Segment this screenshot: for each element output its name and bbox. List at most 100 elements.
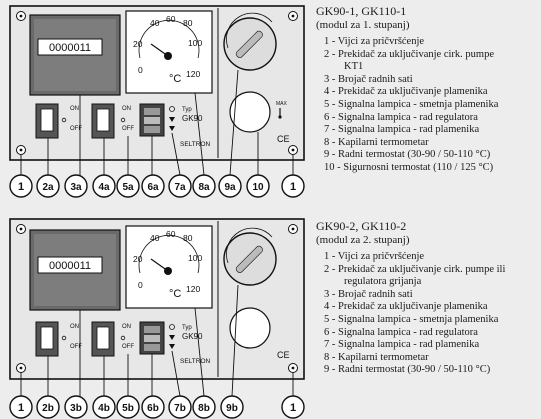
switch-off-label: OFF [122, 126, 134, 132]
legend-item: 7 - Signalna lampica - rad plamenika [324, 339, 480, 351]
thermo-tick: 100 [188, 253, 202, 263]
thermo-tick: 60 [166, 14, 176, 24]
legend-item: 8 - Kapilarni termometar [324, 351, 429, 363]
thermo-tick: 40 [150, 233, 160, 243]
callout-5b: 5b [116, 395, 140, 419]
svg-text:1: 1 [18, 402, 24, 414]
working-thermostat[interactable] [223, 12, 277, 71]
thermometer-icon [278, 108, 282, 119]
legend-item: 6 - Signalna lampica - rad regulatora [324, 326, 478, 338]
hours-counter-digits: 0000011 [49, 42, 91, 54]
legend-item: 8 - Kapilarni termometar [324, 136, 429, 148]
thermo-tick: 0 [138, 280, 143, 290]
flame-lamp-icon [169, 126, 175, 131]
legend-item: 1 - Vijci za pričvršćenje [324, 251, 425, 262]
flame-lamp-icon [169, 344, 175, 349]
legend-item: 6 - Signalna lampica - rad regulatora [324, 111, 478, 123]
callout-6a: 6a [141, 174, 165, 198]
callout-5a: 5a [116, 174, 140, 198]
signal-lamps [139, 103, 165, 137]
warning-lamp-icon [169, 324, 175, 330]
legend-item: 3 - Brojač radnih sati [324, 73, 413, 85]
legend-item: 2 - Prekidač za uključivanje cirk. pumpe… [324, 263, 506, 275]
burner-switch[interactable] [91, 103, 115, 139]
svg-text:3a: 3a [70, 182, 82, 193]
legend-item: 5 - Signalna lampica - smetnja plamenika [324, 98, 499, 110]
svg-text:10: 10 [252, 182, 264, 193]
module1-title: GK90-1, GK110-1 [316, 4, 407, 18]
callout-8a: 8a [192, 174, 216, 198]
screw-icon [288, 363, 298, 373]
svg-text:9b: 9b [226, 403, 238, 414]
screw-icon [16, 11, 26, 21]
module2-title: GK90-2, GK110-2 [316, 219, 407, 233]
module1-subtitle: (modul za 1. stupanj) [316, 19, 410, 31]
callout-9b: 9b [220, 395, 244, 419]
svg-text:8a: 8a [198, 182, 210, 193]
legend-item-continuation: KT1 [344, 61, 364, 73]
callout-2a: 2a [36, 174, 60, 198]
switch-position-dot [120, 335, 126, 341]
callout-9a: 9a [218, 174, 242, 198]
switch-on-label: ON [122, 324, 131, 330]
svg-text:6b: 6b [147, 403, 159, 414]
thermo-tick: 120 [186, 69, 200, 79]
module2-diagram: 0000011 40 60 80 20 100 0 120 °C ON OFF … [9, 218, 305, 419]
model-label: GK90 [182, 114, 203, 123]
legend-item: 3 - Brojač radnih sati [324, 288, 413, 300]
switch-off-label: OFF [70, 126, 82, 132]
safety-thermostat[interactable] [229, 91, 271, 133]
callout-1: 1 [281, 174, 305, 198]
svg-text:4b: 4b [98, 403, 110, 414]
pump-switch[interactable] [35, 321, 59, 357]
callout-leaders [20, 284, 294, 397]
switch-off-label: OFF [122, 344, 134, 350]
svg-text:6a: 6a [147, 182, 159, 193]
svg-text:1: 1 [290, 402, 296, 414]
switch-on-label: ON [122, 106, 131, 112]
capillary-thermometer: 40 60 80 20 100 0 120 °C [125, 10, 213, 94]
svg-text:2a: 2a [42, 182, 54, 193]
svg-text:8b: 8b [198, 403, 210, 414]
thermo-unit: °C [169, 73, 181, 85]
switch-on-label: ON [70, 324, 79, 330]
legend-item: 4 - Prekidač za uključivanje plamenika [324, 301, 488, 313]
svg-text:3b: 3b [70, 403, 82, 414]
legend-item: 9 - Radni termostat (30-90 / 50-110 °C) [324, 149, 491, 161]
legend-item: 1 - Vijci za pričvršćenje [324, 36, 425, 47]
callout-1: 1 [9, 174, 33, 198]
thermo-unit: °C [169, 288, 181, 300]
callout-7b: 7b [168, 395, 192, 419]
switch-position-dot [61, 335, 67, 341]
callout-3b: 3b [64, 395, 88, 419]
thermo-tick: 0 [138, 65, 143, 75]
type-label: Typ [182, 107, 192, 113]
warning-lamp-icon [169, 106, 175, 112]
module1-legend: GK90-1, GK110-1 (modul za 1. stupanj) 1 … [316, 4, 498, 175]
svg-text:7b: 7b [174, 403, 186, 414]
working-thermostat[interactable] [223, 227, 277, 286]
thermo-tick: 120 [186, 284, 200, 294]
screw-icon [288, 224, 298, 234]
model-label: GK90 [182, 332, 203, 341]
screw-icon [16, 224, 26, 234]
svg-text:5a: 5a [122, 182, 134, 193]
legend-item: 4 - Prekidač za uključivanje plamenika [324, 86, 488, 98]
thermo-tick: 60 [166, 229, 176, 239]
thermo-tick: 80 [183, 18, 193, 28]
legend-item: 9 - Radni termostat (30-90 / 50-110 °C) [324, 364, 491, 376]
hours-counter: 0000011 [29, 14, 121, 96]
svg-text:4a: 4a [98, 182, 110, 193]
svg-text:7a: 7a [174, 182, 186, 193]
pump-switch[interactable] [35, 103, 59, 139]
legend-item: 2 - Prekidač za uključivanje cirk. pumpe [324, 48, 494, 60]
screw-icon [16, 363, 26, 373]
svg-text:1: 1 [18, 181, 24, 193]
callout-4a: 4a [92, 174, 116, 198]
switch-off-label: OFF [70, 344, 82, 350]
svg-text:2b: 2b [42, 403, 54, 414]
burner-switch[interactable] [91, 321, 115, 357]
legend-item: 10 - Sigurnosni termostat (110 / 125 °C) [324, 161, 494, 173]
hours-counter: 0000011 [29, 229, 121, 311]
thermo-tick: 80 [183, 233, 193, 243]
